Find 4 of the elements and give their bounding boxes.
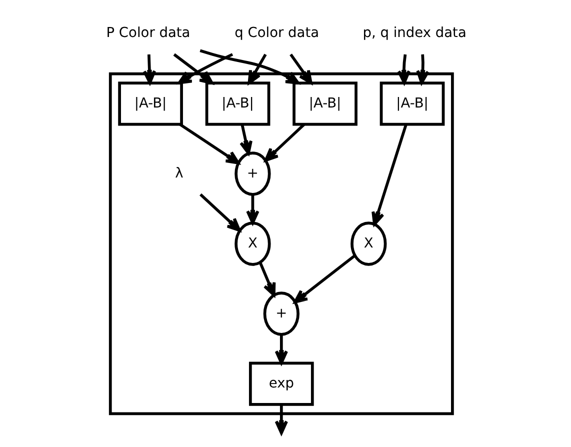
- node-text: p, q index data: [362, 25, 466, 42]
- node-text: q Color data: [234, 25, 319, 42]
- node-text: P Color data: [106, 25, 190, 42]
- node-text: λ: [174, 165, 183, 182]
